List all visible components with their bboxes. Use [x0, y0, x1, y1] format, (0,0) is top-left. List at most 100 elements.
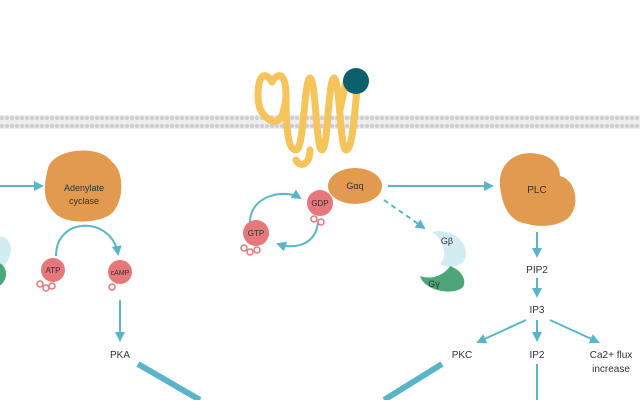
- g-beta-gamma: [420, 231, 466, 292]
- lipid-head: [244, 115, 250, 121]
- lipid-head: [504, 123, 510, 129]
- lipid-head: [459, 115, 465, 121]
- lipid-head: [444, 115, 450, 121]
- lipid-head: [564, 123, 570, 129]
- gdp-label: GDP: [311, 199, 328, 208]
- lipid-head: [99, 115, 105, 121]
- lipid-head: [124, 123, 130, 129]
- adenylate-cyclase: [44, 150, 122, 222]
- lipid-head: [19, 123, 25, 129]
- lipid-head: [619, 123, 625, 129]
- lipid-head: [589, 115, 595, 121]
- lipid-head: [84, 115, 90, 121]
- lipid-head: [19, 115, 25, 121]
- lipid-head: [569, 123, 575, 129]
- lipid-head: [14, 123, 20, 129]
- gtp-to-gdp-arrow: [249, 189, 302, 223]
- lipid-head: [424, 123, 430, 129]
- lipid-head: [204, 115, 210, 121]
- lipid-head: [359, 123, 365, 129]
- lipid-head: [159, 115, 165, 121]
- lipid-head: [344, 123, 350, 129]
- lipid-head: [54, 115, 60, 121]
- lipid-head: [594, 123, 600, 129]
- lipid-head: [29, 123, 35, 129]
- lipid-head: [474, 115, 480, 121]
- lipid-head: [119, 115, 125, 121]
- lipid-head: [624, 123, 630, 129]
- lipid-head: [544, 115, 550, 121]
- atp-to-camp-arrow: [55, 224, 122, 257]
- lipid-head: [294, 123, 300, 129]
- lipid-head: [169, 115, 175, 121]
- lipid-head: [579, 123, 585, 129]
- lipid-head: [519, 115, 525, 121]
- camp-molecule: [108, 260, 132, 291]
- lipid-head: [249, 115, 255, 121]
- lipid-head: [524, 123, 530, 129]
- lipid-head: [464, 123, 470, 129]
- lipid-head: [344, 115, 350, 121]
- lipid-head: [254, 115, 260, 121]
- lipid-head: [214, 123, 220, 129]
- lipid-head: [164, 115, 170, 121]
- lipid-head: [119, 123, 125, 129]
- lipid-head: [209, 123, 215, 129]
- lipid-head: [509, 115, 515, 121]
- lipid-head: [29, 115, 35, 121]
- lipid-head: [134, 115, 140, 121]
- lipid-head: [404, 115, 410, 121]
- lipid-head: [599, 123, 605, 129]
- lipid-head: [64, 115, 70, 121]
- lipid-head: [39, 123, 45, 129]
- lipid-head: [74, 115, 80, 121]
- adenylate-label-1: Adenylate: [64, 183, 104, 193]
- lipid-head: [164, 123, 170, 129]
- lipid-head: [489, 123, 495, 129]
- lipid-head: [419, 115, 425, 121]
- cell-membrane: [0, 115, 640, 129]
- lipid-head: [599, 115, 605, 121]
- lipid-head: [254, 123, 260, 129]
- lipid-head: [194, 123, 200, 129]
- lipid-head: [204, 123, 210, 129]
- lipid-head: [569, 115, 575, 121]
- lipid-head: [104, 115, 110, 121]
- lipid-head: [219, 115, 225, 121]
- lipid-head: [224, 123, 230, 129]
- lipid-head: [394, 115, 400, 121]
- lipid-head: [559, 123, 565, 129]
- lipid-head: [249, 123, 255, 129]
- lipid-head: [469, 123, 475, 129]
- lipid-head: [534, 115, 540, 121]
- lipid-head: [629, 123, 635, 129]
- lipid-head: [154, 123, 160, 129]
- lipid-head: [154, 115, 160, 121]
- lipid-head: [309, 123, 315, 129]
- lipid-head: [199, 123, 205, 129]
- lipid-head: [539, 123, 545, 129]
- lipid-head: [534, 123, 540, 129]
- lipid-head: [489, 115, 495, 121]
- g-beta-label: Gβ: [441, 236, 453, 246]
- lipid-head: [539, 115, 545, 121]
- pkc-thick-arrow: [382, 361, 444, 403]
- pkc-label: PKC: [452, 350, 473, 361]
- arrow-to-ca: [549, 319, 600, 344]
- left-g-protein-partial: [0, 236, 11, 286]
- lipid-head: [389, 123, 395, 129]
- lipid-head: [79, 123, 85, 129]
- lipid-head: [379, 115, 385, 121]
- lipid-head: [219, 123, 225, 129]
- lipid-head: [109, 123, 115, 129]
- lipid-head: [619, 115, 625, 121]
- lipid-head: [624, 115, 630, 121]
- g-alpha-q-label: Gαq: [346, 181, 363, 191]
- adenylate-label-2: cyclase: [69, 196, 99, 206]
- lipid-head: [369, 123, 375, 129]
- lipid-head: [89, 123, 95, 129]
- lipid-head: [379, 123, 385, 129]
- g-alpha-q: [328, 168, 382, 204]
- lipid-head: [199, 115, 205, 121]
- lipid-head: [574, 115, 580, 121]
